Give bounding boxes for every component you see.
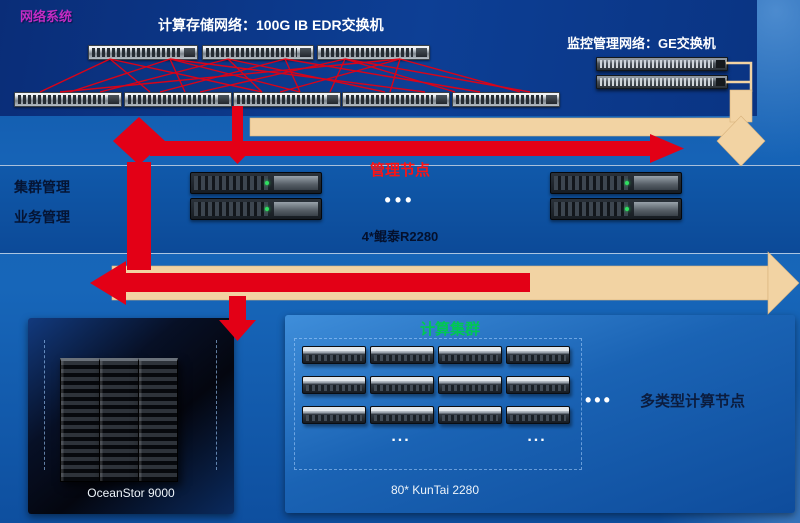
management-server-icon xyxy=(550,198,682,220)
storage-label: OceanStor 9000 xyxy=(87,486,175,500)
compute-node-icon xyxy=(302,346,366,364)
ib-switch-icon xyxy=(233,92,341,107)
ib-switch-icon xyxy=(452,92,560,107)
storage-rack-icon xyxy=(60,358,100,482)
compute-node-icon xyxy=(370,376,434,394)
ib-switch-icon xyxy=(124,92,232,107)
compute-node-icon xyxy=(506,346,570,364)
ge-switch-icon xyxy=(596,75,728,89)
power-led-icon xyxy=(265,207,269,211)
ib-switch-icon xyxy=(14,92,122,107)
ib-switch-icon xyxy=(202,45,314,60)
power-led-icon xyxy=(625,207,629,211)
network-system-label: 网络系统 xyxy=(20,9,73,24)
management-servers-caption: 4*鲲泰R2280 xyxy=(361,229,439,244)
management-node-title: 管理节点 xyxy=(369,162,430,179)
ib-switch-icon xyxy=(342,92,450,107)
compute-column-ellipsis: ... xyxy=(527,428,547,445)
storage-guide-line xyxy=(216,340,217,470)
compute-node-icon xyxy=(370,346,434,364)
compute-node-icon xyxy=(302,406,366,424)
compute-node-icon xyxy=(506,406,570,424)
management-ellipsis: ••• xyxy=(384,190,416,210)
compute-node-icon xyxy=(302,376,366,394)
business-management-label: 业务管理 xyxy=(14,209,70,225)
compute-node-icon xyxy=(506,376,570,394)
compute-nodes-label: 多类型计算节点 xyxy=(640,393,746,410)
compute-ellipsis: ••• xyxy=(585,390,613,410)
ge-network-label: 监控管理网络：GE交换机 xyxy=(567,36,716,51)
ib-network-label: 计算存储网络：100G IB EDR交换机 xyxy=(158,17,384,33)
power-led-icon xyxy=(265,181,269,185)
management-server-icon xyxy=(550,172,682,194)
ib-switch-icon xyxy=(317,45,430,60)
ge-switch-icon xyxy=(596,57,728,71)
storage-guide-line xyxy=(44,340,45,470)
storage-rack-icon xyxy=(99,358,139,482)
cluster-management-label: 集群管理 xyxy=(14,179,70,195)
compute-grid-outline xyxy=(294,338,582,470)
compute-node-icon xyxy=(438,346,502,364)
compute-cluster-title: 计算集群 xyxy=(419,321,480,338)
compute-column-ellipsis: ... xyxy=(391,428,411,445)
compute-servers-caption: 80* KunTai 2280 xyxy=(390,483,480,497)
storage-rack-icon xyxy=(138,358,178,482)
compute-node-icon xyxy=(438,406,502,424)
power-led-icon xyxy=(625,181,629,185)
management-server-icon xyxy=(190,198,322,220)
compute-node-icon xyxy=(370,406,434,424)
management-server-icon xyxy=(190,172,322,194)
compute-node-icon xyxy=(438,376,502,394)
ib-switch-icon xyxy=(88,45,198,60)
